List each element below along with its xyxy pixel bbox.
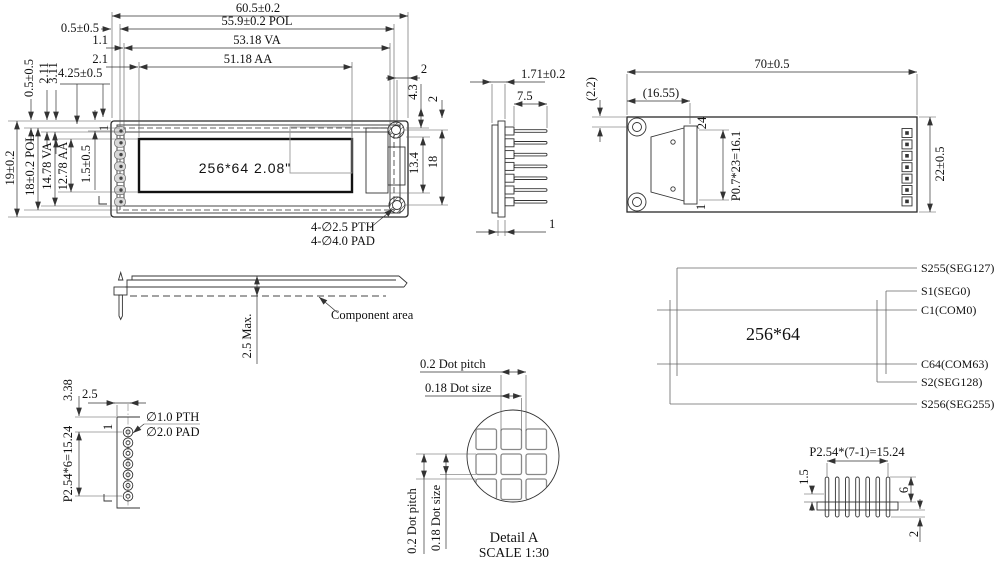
- dim-header-pin-bottom: 2: [907, 531, 921, 537]
- label-s255: S255(SEG127): [921, 261, 994, 275]
- dim-aa-gap: 2.1: [92, 52, 108, 66]
- pad-detail: 3.38 P2.54*6=15.24 2.5 ∅1.0 PTH ∅2.0 PAD…: [61, 379, 200, 509]
- dim-pad-pitch: P2.54*6=15.24: [61, 425, 75, 502]
- dim-va-height: 14.78 VA: [40, 142, 54, 189]
- label-s1: S1(SEG0): [921, 284, 970, 298]
- dim-pol-height: 18±0.2 POL: [23, 134, 37, 196]
- dim-pol-gap: 0.5±0.5: [61, 21, 99, 35]
- hole-pth-note: 4-∅2.5 PTH: [311, 220, 375, 234]
- label-s256: S256(SEG255): [921, 397, 994, 411]
- dim-dot-pitch-v: 0.2 Dot pitch: [405, 487, 419, 553]
- display-size-label: 256*64 2.08": [199, 160, 292, 176]
- side-view: 1.71±0.2 7.5 1: [470, 67, 565, 236]
- pinmap-resolution: 256*64: [746, 324, 800, 344]
- dim-dot-size-h: 0.18 Dot size: [425, 381, 492, 395]
- dim-conn-offset: (16.55): [643, 86, 679, 100]
- dim-hole-offset: 2: [421, 62, 427, 76]
- dim-va-gap: 1.1: [92, 33, 108, 47]
- front-view: 256*64 2.08" 1 60.5±0.2 0.5±0.5 55.9±0.2…: [3, 1, 448, 248]
- front-pads: [114, 126, 126, 207]
- dim-conn-pitch: P0.7*23=16.1: [729, 131, 743, 201]
- dim-header-pin-top: 6: [897, 487, 911, 493]
- back-view: 70±0.5 (16.55) (2.2) 24 1 P0.7*23=16.1 2…: [584, 57, 947, 213]
- back-hole-bottom: [627, 192, 647, 212]
- dim-pad-offset2: 2.5: [82, 387, 98, 401]
- profile-view: 2.5 Max. Component area: [113, 270, 414, 364]
- detail-source-box: [289, 126, 353, 174]
- fpc-connector: [683, 125, 698, 205]
- corner-mark-2: [103, 494, 112, 502]
- label-s2: S2(SEG128): [921, 375, 982, 389]
- dim-header-pitch: P2.54*(7-1)=15.24: [809, 445, 905, 459]
- dim-pin-offset: 4.25±0.5: [58, 66, 102, 80]
- ic-area: [387, 146, 406, 186]
- dim-hole-top2: 2: [426, 96, 440, 102]
- dim-hole-top: 4.3: [406, 84, 420, 100]
- dim-aa-top: 3.11: [46, 62, 60, 83]
- dim-header-pin-width: 1.5: [797, 469, 811, 485]
- dim-thickness: 1.71±0.2: [521, 67, 565, 81]
- back-hole-top: [627, 117, 647, 137]
- detail-pin1-marker: 1: [101, 424, 115, 430]
- dim-right-height: 18: [426, 156, 440, 169]
- back-pin1-marker: 1: [694, 204, 708, 210]
- dim-va-width: 53.18 VA: [233, 33, 280, 47]
- pin-map: 256*64 S255(SEG127) S1(SEG0) C1(COM0) C6…: [657, 261, 994, 411]
- dim-back-height: 22±0.5: [933, 147, 947, 182]
- detail-a: 0.2 Dot pitch 0.18 Dot size 0.2 Dot pitc…: [405, 357, 560, 560]
- dim-pol-width: 55.9±0.2 POL: [221, 14, 292, 28]
- header-housing: [816, 501, 899, 511]
- label-c1: C1(COM0): [921, 303, 976, 317]
- dim-pad-offset: 1.5±0.5: [79, 145, 93, 183]
- dim-aa-height: 12.78 AA: [56, 142, 70, 191]
- profile-pin: [118, 294, 123, 321]
- glass-strip: [491, 124, 499, 214]
- dim-total-height: 19±0.2: [3, 151, 17, 186]
- side-pins: [504, 126, 548, 207]
- dim-pin-length: 7.5: [517, 89, 533, 103]
- header-detail: P2.54*(7-1)=15.24 1.5 6 2: [797, 445, 925, 542]
- hole-pad-note: 4-∅4.0 PAD: [311, 234, 375, 248]
- detail-a-scale: SCALE 1:30: [479, 545, 549, 560]
- note-pad: ∅2.0 PAD: [146, 425, 200, 439]
- detail-pads: [122, 426, 134, 502]
- dim-pcb-thickness: 1: [549, 217, 555, 231]
- fpc-area: [365, 127, 389, 194]
- dim-max-height: 2.5 Max.: [240, 314, 254, 359]
- label-c64: C64(COM63): [921, 357, 988, 371]
- component-area-label: Component area: [331, 308, 414, 322]
- dim-fpc-height: 13.4: [407, 151, 421, 174]
- dim-va-top: 2.11: [37, 62, 51, 83]
- dim-total-width: 60.5±0.2: [236, 1, 280, 15]
- back-pads: [901, 128, 913, 207]
- note-pth: ∅1.0 PTH: [146, 410, 199, 424]
- corner-mark: [98, 196, 107, 205]
- dim-first-pad: 3.38: [61, 379, 75, 401]
- dim-top-gap: 0.5±0.5: [22, 59, 36, 97]
- dot-grid: [475, 428, 548, 501]
- dim-dot-size-v: 0.18 Dot size: [429, 484, 443, 551]
- header-pins: [824, 476, 891, 518]
- pcb-strip: [497, 120, 506, 218]
- dim-edge-gap: (2.2): [584, 77, 598, 101]
- detail-a-title: Detail A: [490, 530, 539, 546]
- dim-aa-width: 51.18 AA: [224, 52, 273, 66]
- dim-back-width: 70±0.5: [755, 57, 790, 71]
- profile-pin-housing: [113, 286, 128, 296]
- pin24-marker: 24: [695, 116, 709, 129]
- dim-dot-pitch-h: 0.2 Dot pitch: [420, 357, 486, 371]
